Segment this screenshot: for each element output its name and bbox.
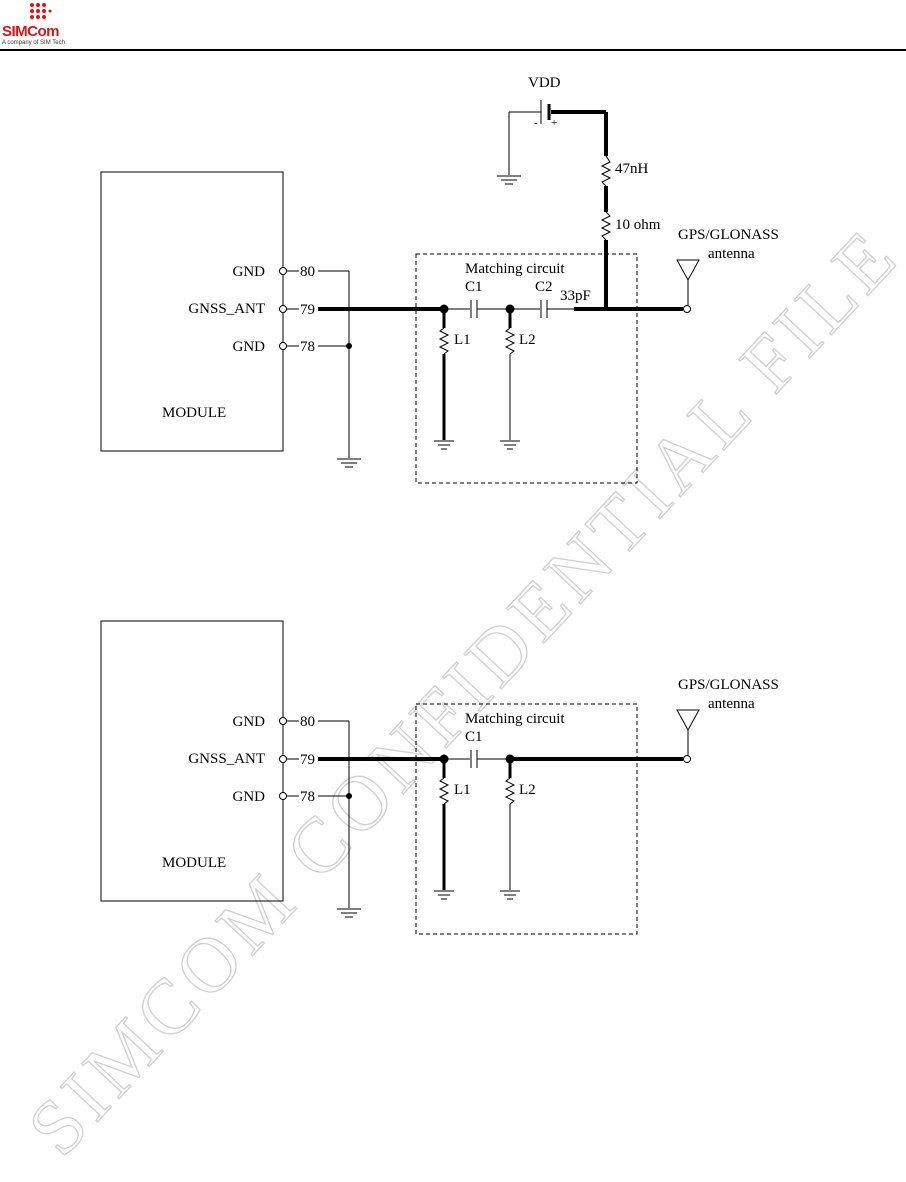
l2-label: L2 xyxy=(519,782,536,798)
pin-79-terminal xyxy=(280,306,287,313)
module-label: MODULE xyxy=(162,855,226,871)
inductor-47nh xyxy=(602,156,610,186)
pin-number-79: 79 xyxy=(300,302,315,318)
matching-circuit-title: Matching circuit xyxy=(465,261,565,277)
pin-number-79: 79 xyxy=(300,752,315,768)
capacitor-c2 xyxy=(541,300,547,318)
pin-80-terminal xyxy=(280,268,287,275)
battery-icon xyxy=(541,100,549,124)
ground-icon xyxy=(434,891,454,899)
antenna-label-line1: GPS/GLONASS xyxy=(678,227,779,243)
pin-name-78: GND xyxy=(233,789,266,805)
c2-label: C2 xyxy=(535,279,553,295)
antenna-label-line1: GPS/GLONASS xyxy=(678,677,779,693)
inductor-label: 47nH xyxy=(615,161,649,177)
ground-icon xyxy=(337,909,361,917)
antenna-label-line2: antenna xyxy=(708,246,755,262)
inductor-l2 xyxy=(506,328,514,354)
antenna-icon xyxy=(677,260,699,305)
pin-78-terminal xyxy=(280,343,287,350)
ground-icon xyxy=(500,441,520,449)
pin-name-79: GNSS_ANT xyxy=(188,751,265,767)
matching-circuit-box xyxy=(416,254,637,483)
antenna-label-line2: antenna xyxy=(708,696,755,712)
battery-minus: - xyxy=(534,117,538,129)
resistor-label: 10 ohm xyxy=(615,217,661,233)
pin-name-79: GNSS_ANT xyxy=(188,301,265,317)
ground-icon xyxy=(500,891,520,899)
antenna-terminal xyxy=(684,756,691,763)
pin-80-terminal xyxy=(280,718,287,725)
pin-78-terminal xyxy=(280,793,287,800)
pin-number-78: 78 xyxy=(300,789,315,805)
inductor-l1 xyxy=(440,778,448,804)
module-label: MODULE xyxy=(162,405,226,421)
l1-label: L1 xyxy=(454,782,471,798)
inductor-l1 xyxy=(440,328,448,354)
l2-label: L2 xyxy=(519,332,536,348)
ground-icon xyxy=(497,176,521,184)
c2-value: 33pF xyxy=(560,288,591,304)
pin-number-80: 80 xyxy=(300,264,315,280)
c1-label: C1 xyxy=(465,729,483,745)
pin-number-78: 78 xyxy=(300,339,315,355)
junction-dot xyxy=(346,343,352,349)
pin-name-80: GND xyxy=(233,714,266,730)
antenna-icon xyxy=(677,710,699,755)
c1-label: C1 xyxy=(465,279,483,295)
matching-circuit-title: Matching circuit xyxy=(465,711,565,727)
l1-label: L1 xyxy=(454,332,471,348)
battery-plus: + xyxy=(551,117,557,129)
pin-name-78: GND xyxy=(233,339,266,355)
pin-name-80: GND xyxy=(233,264,266,280)
capacitor-c1 xyxy=(471,750,477,768)
ground-icon xyxy=(337,459,361,467)
resistor-10ohm xyxy=(602,212,610,240)
pin-79-terminal xyxy=(280,756,287,763)
antenna-terminal xyxy=(684,306,691,313)
inductor-l2 xyxy=(506,778,514,804)
ground-icon xyxy=(434,441,454,449)
capacitor-c1 xyxy=(471,300,477,318)
pin-number-80: 80 xyxy=(300,714,315,730)
vdd-label: VDD xyxy=(528,75,561,91)
junction-dot xyxy=(346,793,352,799)
